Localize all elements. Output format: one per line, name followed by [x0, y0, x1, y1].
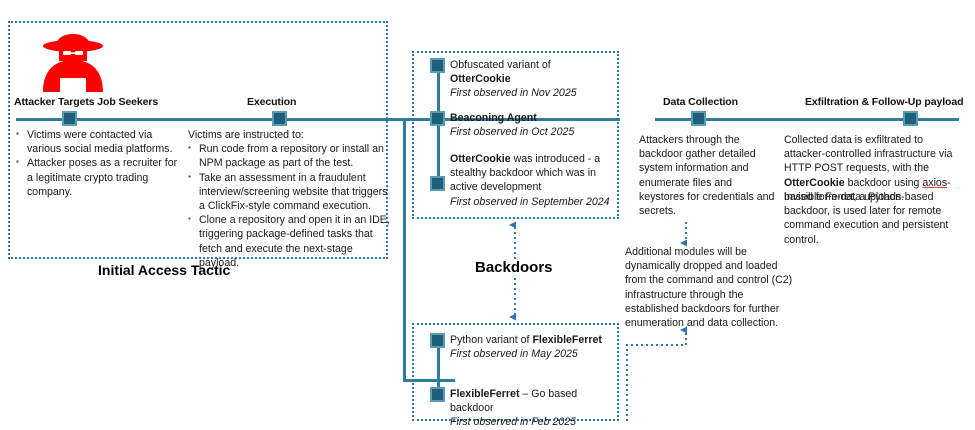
additional-modules-note: Additional modules will be dynamically d… [625, 246, 793, 330]
backdoor-title-bold: FlexibleFerret [532, 334, 602, 346]
backdoor-item-python-flexibleferret: Python variant of FlexibleFerret First o… [450, 333, 613, 361]
backdoor-observed: First observed in May 2025 [450, 348, 578, 361]
backdoor-item-beaconing-agent: Beaconing Agent First observed in Oct 20… [450, 111, 613, 139]
node-attacker-targets[interactable] [62, 111, 77, 126]
node-python-flexibleferret[interactable] [430, 333, 445, 348]
stage-title-data-collection: Data Collection [663, 96, 738, 108]
backdoor-branch-lower-stub [403, 379, 455, 382]
backdoor-observed: First observed in September 2024 [450, 195, 610, 208]
backdoor-title-bold: OtterCookie [450, 153, 511, 165]
node-execution[interactable] [272, 111, 287, 126]
backdoor-title-tail: was introduced - a stealthy backdoor whi… [450, 153, 601, 194]
backdoor-item-flexibleferret-go: FlexibleFerret – Go based backdoor First… [450, 387, 620, 430]
exfiltration-paragraph-2: Invisible Ferret, a Python-based backdoo… [784, 191, 949, 246]
exfil-text-axios: axios [922, 176, 948, 189]
list-item: Attacker poses as a recruiter for a legi… [16, 155, 181, 199]
list-item: Clone a repository and open it in an IDE… [188, 212, 394, 270]
attacker-bullets: Victims were contacted via various socia… [16, 127, 181, 199]
exfil-text-c: -based form-data uploads. [784, 176, 951, 203]
data-collection-body: Attackers through the backdoor gather de… [639, 134, 775, 218]
backdoors-lower-connector [437, 340, 440, 394]
backdoor-title-bold: Beaconing Agent [450, 112, 537, 124]
node-data-collection[interactable] [691, 111, 706, 126]
backdoor-title-bold: FlexibleFerret [450, 388, 520, 400]
attacker-spy-icon [33, 24, 113, 94]
node-obfuscated-ottercookie[interactable] [430, 58, 445, 73]
backdoor-item-obfuscated-ottercookie: Obfuscated variant of OtterCookie First … [450, 58, 613, 101]
list-item: Victims were contacted via various socia… [16, 127, 181, 156]
list-item: Take an assessment in a fraudulent inter… [188, 170, 394, 214]
backdoor-item-ottercookie-original: OtterCookie was introduced - a stealthy … [450, 152, 613, 209]
exfiltration-paragraph-1: Collected data is exfiltrated to attacke… [784, 133, 962, 204]
backdoor-branch-trunk [403, 118, 406, 381]
backdoor-observed: First observed in Feb 2025 [450, 416, 577, 429]
backdoors-caption: Backdoors [475, 259, 553, 276]
backdoor-title-bold: OtterCookie [450, 73, 511, 86]
timeline-rail-left [16, 118, 620, 121]
stage-title-execution: Execution [247, 96, 297, 108]
exfil-text-bold: OtterCookie [784, 176, 845, 189]
backdoor-observed: First observed in Nov 2025 [450, 87, 577, 100]
stage-title-exfiltration: Exfiltration & Follow-Up payload [805, 96, 964, 108]
list-item: Run code from a repository or install an… [188, 141, 394, 170]
exfil-text-a: Collected data is exfiltrated to attacke… [784, 134, 953, 175]
timeline-rail-right [655, 118, 959, 121]
node-beaconing-agent[interactable] [430, 111, 445, 126]
execution-lead: Victims are instructed to: [188, 129, 304, 141]
node-ottercookie-original[interactable] [430, 176, 445, 191]
node-exfiltration[interactable] [903, 111, 918, 126]
backdoor-title-plain: Python variant of [450, 334, 533, 346]
node-flexibleferret-go[interactable] [430, 387, 445, 402]
stage-title-attacker: Attacker Targets Job Seekers [14, 96, 159, 108]
backdoors-upper-box [412, 51, 619, 219]
backdoors-lower-box [412, 323, 619, 421]
backdoor-title-plain: Obfuscated variant of [450, 59, 551, 71]
backdoor-title-tail: – Go based backdoor [450, 388, 578, 415]
backdoor-observed: First observed in Oct 2025 [450, 126, 575, 139]
exfil-text-b: backdoor using [844, 176, 923, 189]
execution-bullets: Victims are instructed to: Run code from… [188, 128, 394, 270]
initial-access-caption: Initial Access Tactic [98, 262, 231, 278]
